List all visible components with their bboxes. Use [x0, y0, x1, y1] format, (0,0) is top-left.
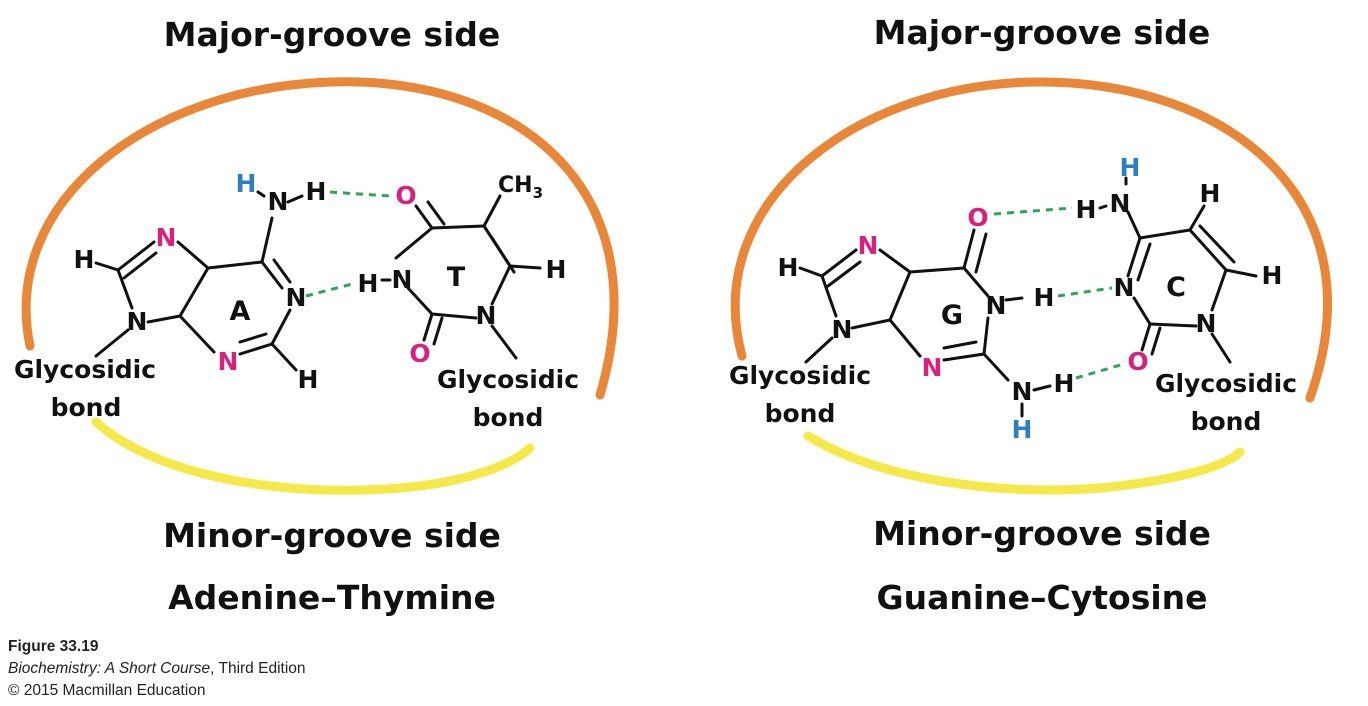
- gc-atom-n1c: N: [1196, 309, 1217, 338]
- at-minor-groove-arc: [91, 417, 535, 495]
- at-methyl-group: CH3: [498, 173, 543, 202]
- gc-atom-h5: H: [1200, 179, 1221, 208]
- gc-glycosidic-label-left: Glycosidic: [729, 361, 871, 390]
- gc-atom-n2: N: [1012, 377, 1033, 406]
- at-atom-h3t: H: [358, 269, 379, 298]
- gc-minor-groove-title: Minor-groove side: [873, 514, 1211, 553]
- gc-minor-groove-arc: [803, 431, 1245, 495]
- at-atom-h6b: H: [306, 177, 327, 206]
- at-major-groove-arc: [21, 77, 619, 400]
- at-atom-h2: H: [298, 365, 319, 394]
- gc-atom-h6: H: [1262, 261, 1283, 290]
- at-major-groove-title: Major-groove side: [164, 15, 501, 54]
- gc-atom-h2b: H: [1012, 415, 1033, 444]
- at-atom-n1: N: [286, 283, 307, 312]
- gc-atom-h4b: H: [1076, 195, 1097, 224]
- at-thymine-letter: T: [447, 262, 466, 293]
- gc-atom-n7: N: [858, 231, 879, 260]
- at-bond-label-left: bond: [51, 393, 122, 422]
- gc-atom-h2a: H: [1054, 369, 1075, 398]
- at-bonds: [94, 190, 542, 372]
- at-atom-n1t: N: [476, 301, 497, 330]
- at-atom-n3: N: [218, 347, 239, 376]
- at-atom-h8: H: [74, 245, 95, 274]
- copyright-line: © 2015 Macmillan Education: [8, 682, 206, 699]
- gc-atom-n9: N: [832, 315, 853, 344]
- at-atom-h6a: H: [236, 169, 257, 198]
- at-glycosidic-label-right: Glycosidic: [437, 365, 579, 394]
- gc-major-groove-title: Major-groove side: [874, 13, 1211, 52]
- gc-atom-o6: O: [967, 203, 988, 232]
- gc-bonds: [798, 176, 1258, 418]
- gc-atom-o2: O: [1127, 347, 1148, 376]
- at-hydrogen-bond-2: [305, 281, 357, 298]
- at-hydrogen-bond-1: [329, 190, 391, 198]
- book-citation: Biochemistry: A Short Course, Third Edit…: [8, 658, 306, 680]
- gc-atom-n1: N: [986, 291, 1007, 320]
- gc-hydrogen-bond-1: [993, 206, 1073, 216]
- at-atom-o4: O: [395, 181, 416, 210]
- at-atom-n3t: N: [392, 265, 413, 294]
- gc-atom-h1: H: [1034, 283, 1055, 312]
- gc-atom-h8: H: [778, 253, 799, 282]
- at-glycosidic-label-left: Glycosidic: [14, 355, 156, 384]
- at-adenine-letter: A: [230, 296, 251, 327]
- gc-atom-n3: N: [922, 353, 943, 382]
- gc-hydrogen-bond-3: [1075, 362, 1125, 380]
- at-minor-groove-title: Minor-groove side: [163, 516, 501, 555]
- gc-bond-label-left: bond: [765, 399, 836, 428]
- book-edition: , Third Edition: [210, 660, 306, 677]
- at-atom-h6t: H: [546, 255, 567, 284]
- gc-cytosine-letter: C: [1166, 272, 1186, 303]
- book-title: Biochemistry: A Short Course: [8, 660, 211, 677]
- gc-guanine-letter: G: [941, 300, 963, 331]
- guanine-cytosine-panel: Major-groove side: [729, 13, 1332, 617]
- figure-caption: Figure 33.19 Biochemistry: A Short Cours…: [8, 636, 306, 702]
- gc-atom-n4: N: [1110, 189, 1131, 218]
- at-atom-n6: N: [268, 187, 289, 216]
- gc-glycosidic-label-right: Glycosidic: [1155, 369, 1297, 398]
- gc-major-groove-arc: [730, 77, 1332, 403]
- at-atom-o2: O: [409, 339, 430, 368]
- adenine-thymine-panel: Major-groove side: [14, 15, 619, 617]
- at-bond-label-right: bond: [473, 403, 544, 432]
- gc-atom-h4a: H: [1120, 153, 1141, 182]
- at-atom-n7: N: [156, 223, 177, 252]
- at-atom-n9: N: [127, 307, 148, 336]
- at-pair-name: Adenine–Thymine: [168, 578, 496, 617]
- gc-hydrogen-bond-2: [1057, 286, 1113, 298]
- gc-pair-name: Guanine–Cytosine: [876, 578, 1207, 617]
- gc-bond-label-right: bond: [1191, 407, 1262, 436]
- figure-number: Figure 33.19: [8, 638, 99, 655]
- gc-atom-n3c: N: [1114, 273, 1135, 302]
